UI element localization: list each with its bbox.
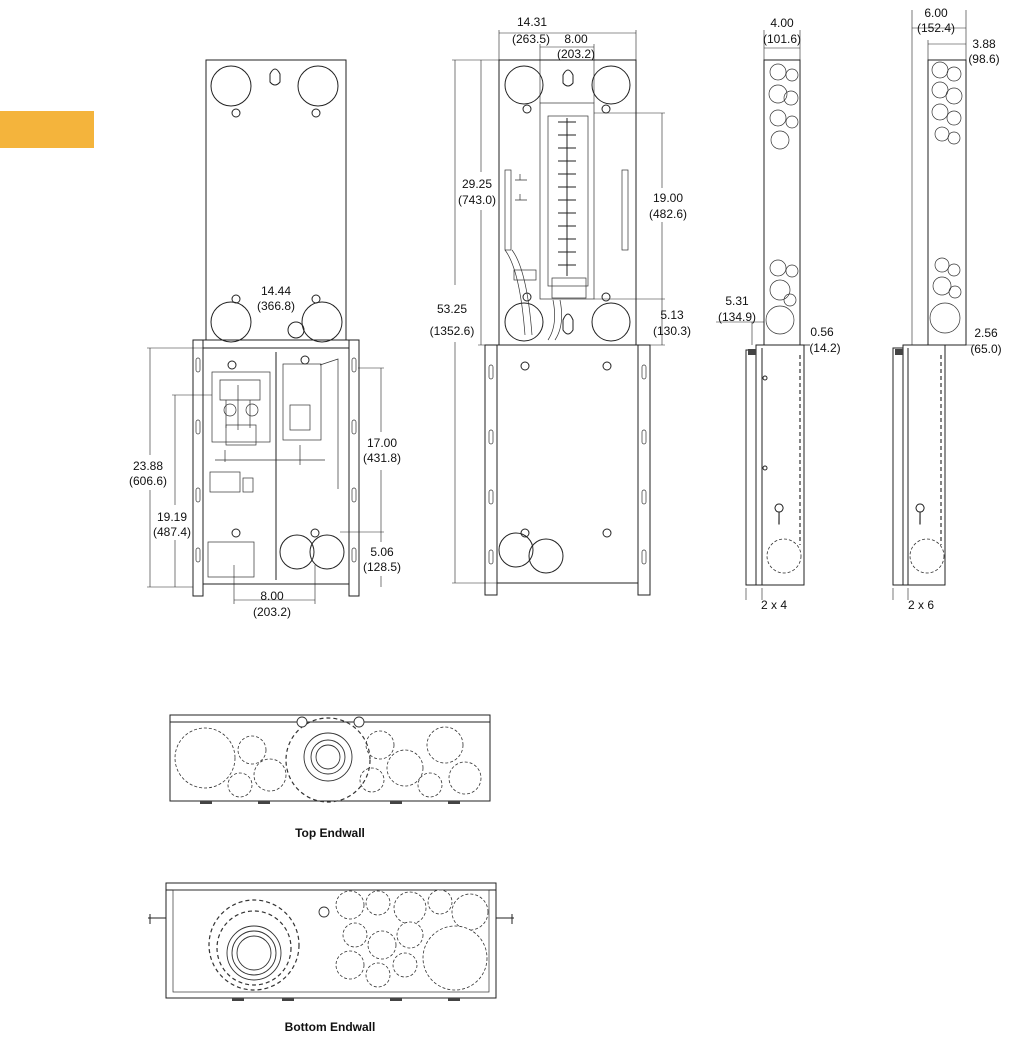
interior-total-height-mm: (1352.6) [430, 324, 475, 338]
front-bottom-offset-inch: 5.06 [370, 545, 394, 559]
interior-width-inch: 14.31 [517, 15, 547, 29]
front-bottom-width-inch: 8.00 [260, 589, 284, 603]
interior-upper-height-mm: (743.0) [458, 193, 496, 207]
side-view-2x6 [892, 10, 975, 600]
interior-inner-width-inch: 8.00 [564, 32, 588, 46]
interior-panel-height-mm: (482.6) [649, 207, 687, 221]
interior-upper-height-inch: 29.25 [462, 177, 492, 191]
side1-lip-mm: (14.2) [809, 341, 840, 355]
side1-offset-inch: 5.31 [725, 294, 749, 308]
bottom-endwall-drawing [148, 882, 514, 1001]
front-height-mm: (606.6) [129, 474, 167, 488]
front-inner-height-inch: 19.19 [157, 510, 187, 524]
side2-stud-label: 2 x 6 [908, 598, 934, 612]
interior-panel-height-inch: 19.00 [653, 191, 683, 205]
front-width-mm: (366.8) [257, 299, 295, 313]
front-right-height-mm: (431.8) [363, 451, 401, 465]
dimension-labels: 14.44 (366.8) 23.88 (606.6) 19.19 (487.4… [129, 6, 1002, 1034]
side1-depth-mm: (101.6) [763, 32, 801, 46]
interior-total-height-inch: 53.25 [437, 302, 467, 316]
side2-lip-mm: (65.0) [970, 342, 1001, 356]
side1-offset-mm: (134.9) [718, 310, 756, 324]
side1-stud-label: 2 x 4 [761, 598, 787, 612]
accent-tab [0, 111, 94, 148]
front-right-height-inch: 17.00 [367, 436, 397, 450]
bottom-endwall-caption: Bottom Endwall [285, 1020, 376, 1034]
interior-width-mm: (263.5) [512, 32, 550, 46]
front-height-inch: 23.88 [133, 459, 163, 473]
side2-inner-inch: 3.88 [972, 37, 996, 51]
front-bottom-width-mm: (203.2) [253, 605, 291, 619]
interior-bottom-offset-inch: 5.13 [660, 308, 684, 322]
side-view-2x4 [716, 30, 810, 600]
top-endwall-caption: Top Endwall [295, 826, 365, 840]
side2-depth-mm: (152.4) [917, 21, 955, 35]
interior-bottom-offset-mm: (130.3) [653, 324, 691, 338]
side2-lip-inch: 2.56 [974, 326, 998, 340]
front-bottom-offset-mm: (128.5) [363, 560, 401, 574]
front-width-inch: 14.44 [261, 284, 291, 298]
side2-depth-inch: 6.00 [924, 6, 948, 20]
front-inner-height-mm: (487.4) [153, 525, 191, 539]
side2-inner-mm: (98.6) [968, 52, 999, 66]
interior-inner-width-mm: (203.2) [557, 47, 595, 61]
side1-lip-inch: 0.56 [810, 325, 834, 339]
side1-depth-inch: 4.00 [770, 16, 794, 30]
top-endwall-drawing [169, 714, 491, 804]
front-view [147, 59, 384, 604]
interior-view [452, 30, 665, 596]
